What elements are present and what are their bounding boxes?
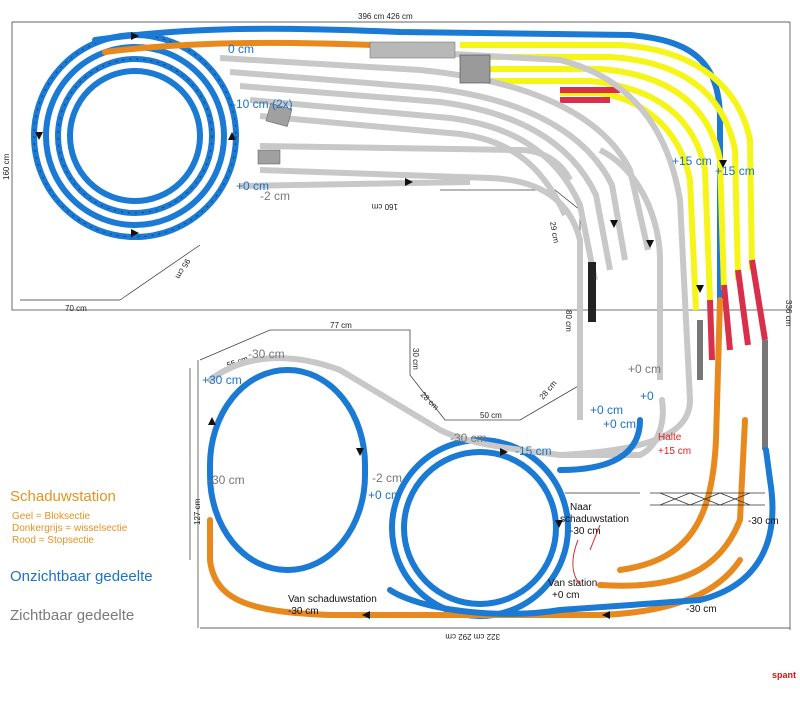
visible-station <box>219 47 694 458</box>
dim-bottom: 322 cm 292 cm <box>445 632 500 641</box>
label-plus0-vis1: +0 cm <box>628 362 661 376</box>
dim-95: 95 cm <box>173 257 192 281</box>
legend-item-rood: Rood = Stopsectie <box>12 535 94 546</box>
dim-28b: 28 cm <box>538 379 559 402</box>
shadow-station <box>460 42 768 450</box>
label-van-station-2: +0 cm <box>552 590 580 601</box>
legend-invisible: Onzichtbaar gedeelte <box>10 568 153 585</box>
dim-80: 80 cm <box>564 310 573 332</box>
legend-title: Schaduwstation <box>10 488 116 505</box>
dim-top: 396 cm 426 cm <box>358 12 413 21</box>
legend-item-geel: Geel = Bloksectie <box>12 511 91 522</box>
label-plus0-vis3: +0 cm <box>603 417 636 431</box>
label-minus30-mid: -30 cm <box>248 347 285 361</box>
dim-28a: 28 cm <box>419 390 441 412</box>
lower-left-oval <box>207 367 368 573</box>
legend-item-donkergrijs: Donkergrijs = wisselsectie <box>12 523 128 534</box>
dim-70: 70 cm <box>65 304 87 313</box>
label-naar-2: schaduwstation <box>560 514 629 525</box>
label-minus30-oval: -30 cm <box>208 473 245 487</box>
dim-160: 160 cm <box>371 202 398 211</box>
dim-right: 336 cm <box>784 300 793 327</box>
label-minus30-right: -30 cm <box>748 516 779 527</box>
helix-top-left <box>31 32 239 240</box>
lower-center-helix <box>389 437 571 619</box>
label-halte: Halte <box>658 432 682 443</box>
label-halte-height: +15 cm <box>658 446 691 457</box>
label-van-station-1: Van station <box>548 578 597 589</box>
label-minus10: -10 cm (2x) <box>232 97 293 111</box>
dim-77: 77 cm <box>330 321 352 330</box>
label-plus0-center: +0 cm <box>368 488 401 502</box>
lower-tracks <box>207 297 776 618</box>
height-labels: 0 cm -10 cm (2x) +0 cm -2 cm +15 cm +15 … <box>202 42 779 617</box>
station-buildings <box>257 41 596 322</box>
legend-visible: Zichtbaar gedeelte <box>10 607 135 624</box>
dim-50: 50 cm <box>480 411 502 420</box>
label-minus30-center: -30 cm <box>450 431 487 445</box>
label-van-schaduw-2: -30 cm <box>288 606 319 617</box>
label-minus2-left: -2 cm <box>260 189 290 203</box>
signature: spant <box>772 670 797 680</box>
dim-127: 127 cm <box>193 498 202 525</box>
label-naar-1: Naar <box>570 502 592 513</box>
room-outline <box>11 21 791 630</box>
label-van-schaduw-1: Van schaduwstation <box>288 594 377 605</box>
label-plus30-mid: +30 cm <box>202 373 242 387</box>
label-minus15-center: -15 cm <box>515 444 552 458</box>
label-naar-3: -30 cm <box>570 526 601 537</box>
label-plus0-left: +0 cm <box>236 179 269 193</box>
wiring-crossing <box>565 492 765 506</box>
label-minus2-center: -2 cm <box>372 471 402 485</box>
direction-arrows <box>35 32 727 619</box>
dim-30: 30 cm <box>411 348 420 370</box>
label-plus15-right2: +15 cm <box>715 164 755 178</box>
dim-left: 160 cm <box>2 153 11 180</box>
label-plus0-vis2: +0 cm <box>590 403 623 417</box>
dim-29: 29 cm <box>548 221 561 244</box>
label-0cm-top: 0 cm <box>228 42 254 56</box>
label-plus15-right: +15 cm <box>672 154 712 168</box>
label-minus30-right2: -30 cm <box>686 604 717 615</box>
label-plus0-vis4: +0 <box>640 389 654 403</box>
